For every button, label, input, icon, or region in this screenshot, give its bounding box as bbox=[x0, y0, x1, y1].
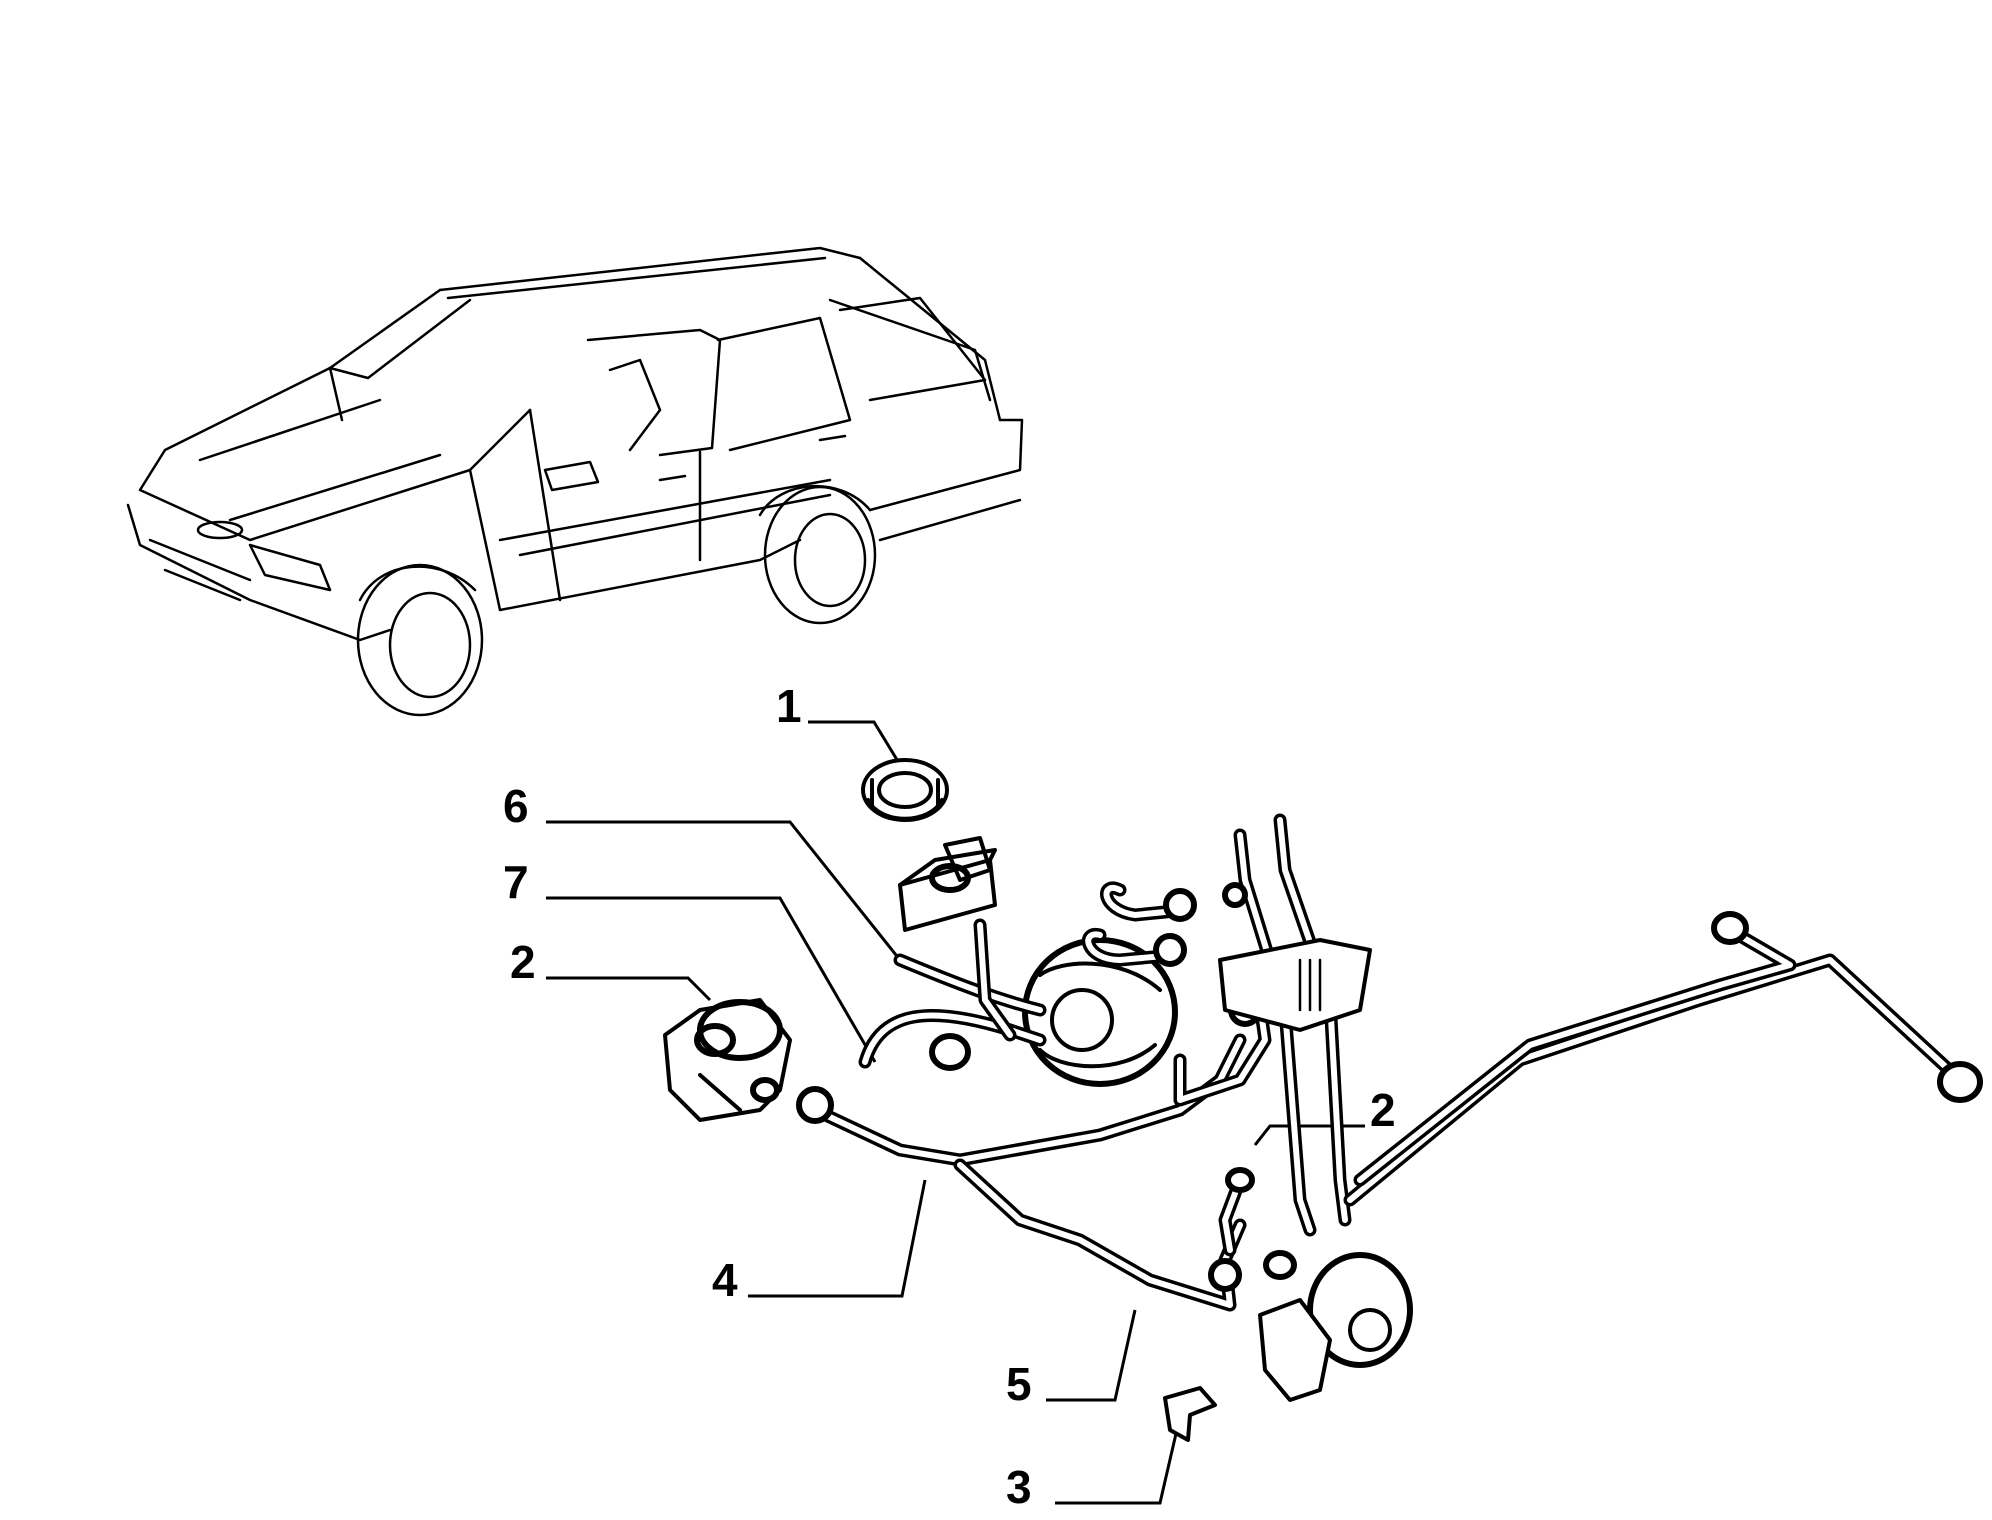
callout-7: 7 bbox=[503, 856, 529, 908]
callout-4: 4 bbox=[712, 1254, 738, 1306]
callout-labels: 1 6 7 2 2 4 5 3 bbox=[503, 680, 1396, 1513]
brake-hose-right bbox=[1218, 1167, 1255, 1257]
rear-right-brake-assembly bbox=[1258, 1250, 1413, 1402]
callout-2-right: 2 bbox=[1370, 1084, 1396, 1136]
callout-1: 1 bbox=[776, 680, 802, 732]
clip-part bbox=[1163, 1386, 1217, 1442]
proportioning-valve bbox=[1218, 938, 1372, 1032]
leader-lines bbox=[546, 720, 1365, 1505]
grommet-part bbox=[861, 758, 949, 822]
callout-3: 3 bbox=[1006, 1461, 1032, 1513]
station-wagon-illustration bbox=[126, 246, 1024, 717]
front-left-brake-assembly bbox=[663, 998, 792, 1122]
callout-6: 6 bbox=[503, 780, 529, 832]
callout-5: 5 bbox=[1006, 1358, 1032, 1410]
brake-fluid-reservoir bbox=[898, 836, 997, 932]
callout-2-left: 2 bbox=[510, 936, 536, 988]
